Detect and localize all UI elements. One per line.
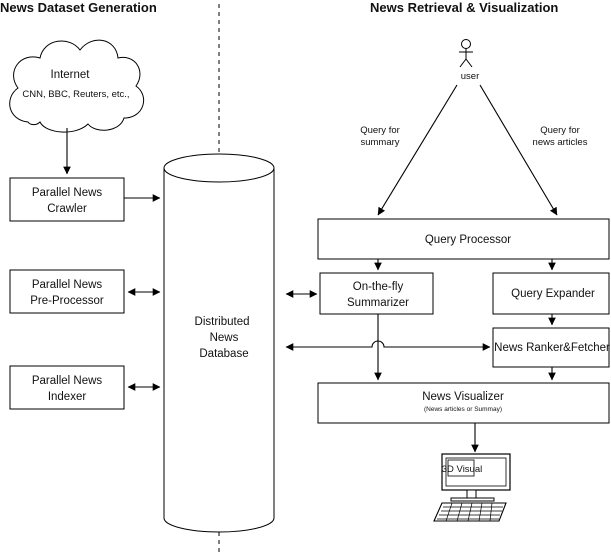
distributed-news-database: Distributed News Database	[163, 153, 275, 533]
internet-cloud: Internet CNN, BBC, Reuters, etc.,	[9, 39, 145, 133]
query-articles-arrow	[479, 84, 558, 216]
user-icon	[459, 39, 473, 68]
preprocessor-line-2: Pre-Processor	[30, 295, 104, 307]
query-articles-line-2: news articles	[533, 137, 588, 148]
internet-sources: CNN, BBC, Reuters, etc.,	[22, 89, 129, 100]
news-ranker-fetcher-box: News Ranker&Fetcher	[492, 327, 610, 368]
on-the-fly-summarizer-box: On-the-fly Summarizer	[319, 272, 434, 315]
db-ranker-arrow	[285, 340, 491, 351]
indexer-line-1: Parallel News	[32, 375, 103, 387]
query-summary-line-2: summary	[360, 137, 399, 148]
query-expander-label: Query Expander	[511, 288, 595, 300]
parallel-news-crawler: Parallel News Crawler	[9, 177, 125, 222]
database-line-3: Database	[199, 348, 248, 360]
summarizer-line-1: On-the-fly	[353, 281, 404, 293]
visualizer-label: News Visualizer	[422, 391, 504, 403]
crawler-line-1: Parallel News	[32, 187, 103, 199]
computer-monitor-icon	[433, 453, 511, 522]
summarizer-line-2: Summarizer	[347, 297, 409, 309]
ranker-fetcher-label: News Ranker&Fetcher	[494, 342, 610, 354]
indexer-line-2: Indexer	[48, 391, 87, 403]
preprocessor-line-1: Parallel News	[32, 279, 103, 291]
query-processor-box: Query Processor	[317, 218, 610, 260]
news-visualizer-box: News Visualizer (News articles or Summay…	[317, 382, 610, 424]
database-line-2: News	[210, 332, 239, 344]
query-summary-arrow	[377, 84, 458, 216]
left-section-header: News Dataset Generation	[0, 0, 157, 15]
query-articles-line-1: Query for	[540, 125, 580, 136]
visualizer-sublabel: (News articles or Summay)	[424, 406, 502, 413]
query-summary-line-1: Query for	[360, 125, 400, 136]
query-processor-label: Query Processor	[425, 234, 511, 246]
parallel-news-preprocessor: Parallel News Pre-Processor	[9, 269, 125, 314]
parallel-news-indexer: Parallel News Indexer	[9, 365, 125, 410]
user-label: user	[461, 71, 479, 82]
crawler-line-2: Crawler	[47, 203, 87, 215]
internet-title: Internet	[51, 69, 91, 81]
database-line-1: Distributed	[195, 316, 250, 328]
monitor-label: 3D Visual	[442, 464, 483, 475]
query-expander-box: Query Expander	[492, 272, 610, 315]
right-section-header: News Retrieval & Visualization	[370, 0, 558, 15]
